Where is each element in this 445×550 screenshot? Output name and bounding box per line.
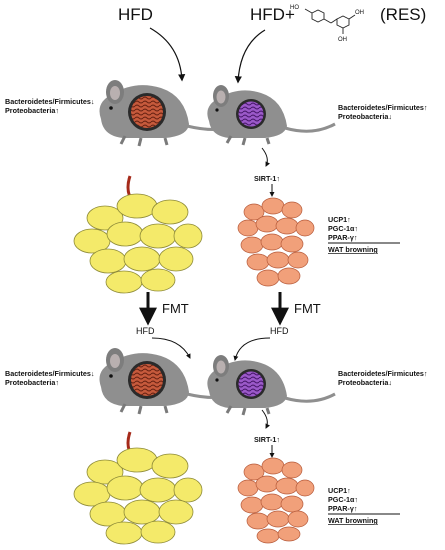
wat-browning-label-bottom: WAT browning bbox=[328, 516, 378, 525]
microbiota-bf-res-top: Bacteroidetes/Firmicutes↑ bbox=[338, 103, 427, 112]
mouse-res-bottom bbox=[207, 355, 336, 416]
ppar-label-top: PPAR-γ↑ bbox=[328, 233, 357, 242]
ppar-label-bottom: PPAR-γ↑ bbox=[328, 504, 357, 513]
hfd-label-fmt-right: HFD bbox=[270, 326, 289, 336]
resveratrol-structure-icon bbox=[304, 8, 356, 34]
mouse-hfd-bottom bbox=[99, 348, 244, 415]
white-adipose-tissue-top bbox=[73, 175, 203, 294]
white-adipose-tissue-bottom bbox=[73, 431, 203, 545]
structure-label-ho: HO bbox=[290, 5, 299, 11]
arrow-hfd-to-mouse bbox=[149, 27, 186, 82]
hfd-group-label: HFD bbox=[118, 5, 153, 24]
ucp1-label-bottom: UCP1↑ bbox=[328, 486, 351, 495]
fmt-label-left: FMT bbox=[162, 301, 189, 316]
ucp1-label-top: UCP1↑ bbox=[328, 215, 351, 224]
microbiota-pro-res-top: Proteobacteria↓ bbox=[338, 112, 392, 121]
arrow-mouse-to-sirt-bottom bbox=[261, 409, 271, 429]
sirt1-label-bottom: SIRT-1↑ bbox=[254, 435, 280, 444]
arrow-hfd-to-recipient-left bbox=[151, 337, 191, 359]
microbiota-pro-hfd-bottom: Proteobacteria↑ bbox=[5, 378, 59, 387]
pgc1a-label-top: PGC-1α↑ bbox=[328, 224, 358, 233]
resveratrol-abbrev-label: (RES) bbox=[380, 5, 426, 24]
sirt1-label-top: SIRT-1↑ bbox=[254, 174, 280, 183]
arrow-mouse-to-sirt-top bbox=[261, 147, 271, 167]
wat-browning-label-top: WAT browning bbox=[328, 245, 378, 254]
gut-microbiota-res-icon-bottom bbox=[238, 371, 264, 397]
structure-label-oh-bottom: OH bbox=[338, 37, 347, 43]
microbiota-bf-hfd-top: Bacteroidetes/Firmicutes↓ bbox=[5, 97, 94, 106]
hfd-plus-group-label: HFD+ bbox=[250, 5, 295, 24]
arrow-res-to-mouse bbox=[234, 29, 266, 84]
gut-microbiota-hfd-icon-bottom bbox=[131, 364, 163, 396]
beige-adipose-tissue-bottom bbox=[237, 457, 315, 544]
hfd-label-fmt-left: HFD bbox=[136, 326, 155, 336]
fmt-label-right: FMT bbox=[294, 301, 321, 316]
beige-adipose-tissue-top bbox=[237, 197, 315, 287]
mouse-res-top bbox=[207, 85, 336, 146]
microbiota-bf-res-bottom: Bacteroidetes/Firmicutes↑ bbox=[338, 369, 427, 378]
microbiota-bf-hfd-bottom: Bacteroidetes/Firmicutes↓ bbox=[5, 369, 94, 378]
microbiota-pro-hfd-top: Proteobacteria↑ bbox=[5, 106, 59, 115]
gut-microbiota-res-icon bbox=[238, 101, 264, 127]
structure-label-oh-top: OH bbox=[355, 10, 364, 16]
mouse-hfd-top bbox=[99, 80, 244, 147]
pgc1a-label-bottom: PGC-1α↑ bbox=[328, 495, 358, 504]
gut-microbiota-hfd-icon bbox=[131, 96, 163, 128]
microbiota-pro-res-bottom: Proteobacteria↓ bbox=[338, 378, 392, 387]
arrow-hfd-to-recipient-right bbox=[233, 337, 271, 361]
blood-vessel-icon bbox=[126, 175, 132, 198]
